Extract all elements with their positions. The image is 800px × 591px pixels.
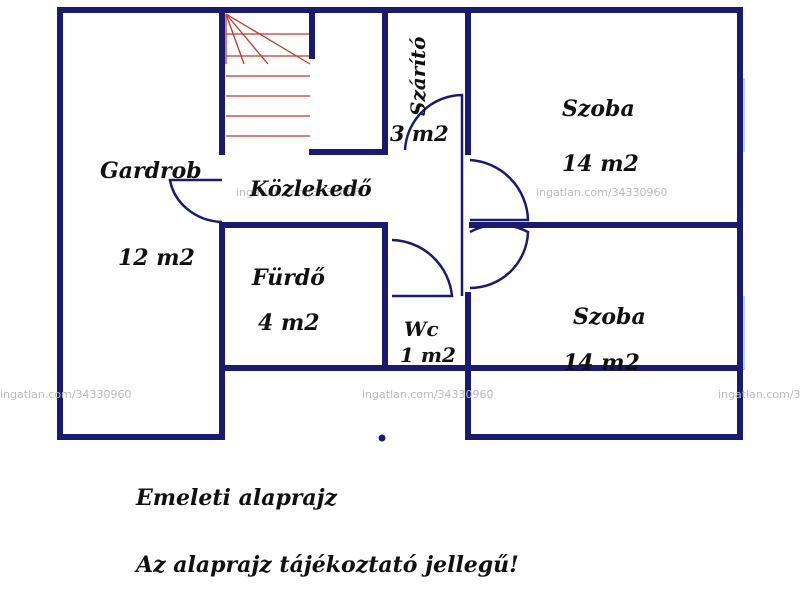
door-szoba-bottom [469,223,530,290]
room-szoba-top-name: Szoba [562,96,635,122]
watermark: ingatlan.com/34330960 [236,186,368,199]
room-labels: Gardrob 12 m2 Közlekedő Szárító 3 m2 Szo… [100,37,646,376]
watermarks: ingatlan.com/34330960 ingatlan.com/34330… [0,186,800,401]
room-szarito-name: Szárító [406,37,430,116]
caption-title: Emeleti alaprajz [136,485,338,511]
walls [57,7,743,440]
room-gardrob-name: Gardrob [100,158,202,184]
room-szoba-top-area: 14 m2 [562,151,639,177]
staircase [225,13,311,137]
room-szarito-area: 3 m2 [390,121,449,146]
room-szoba-bottom-name: Szoba [573,304,646,330]
watermark: ingatlan.com/34330960 [0,388,132,401]
room-szoba-bottom-area: 14 m2 [563,350,640,376]
entrance-dot [378,434,386,442]
room-gardrob-area: 12 m2 [118,245,195,271]
room-kozlekedo-name: Közlekedő [249,176,372,201]
door-szoba-top [469,158,530,222]
door-szarito [403,93,464,151]
door-gardrob [168,178,223,224]
door-wc [391,238,454,298]
room-furdo-area: 4 m2 [258,310,320,336]
room-wc-area: 1 m2 [400,343,456,367]
watermark: ingatlan.com/34330960 [362,388,494,401]
watermark: ingatlan.com/34330960 [718,388,800,401]
doors [168,93,530,298]
caption-note: Az alaprajz tájékoztató jellegű! [136,552,519,578]
watermark: ingatlan.com/34330960 [536,186,668,199]
room-wc-name: Wc [404,317,439,341]
room-furdo-name: Fürdő [251,265,325,291]
